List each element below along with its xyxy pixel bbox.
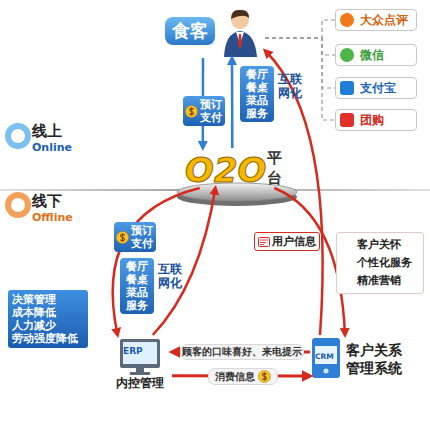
erp-monitor bbox=[120, 339, 160, 368]
platform-logo: O2O bbox=[185, 152, 266, 188]
logo-name: 微信 bbox=[360, 48, 384, 62]
app-logo: 微信 bbox=[335, 44, 417, 66]
erp-base bbox=[130, 372, 150, 375]
edge-label: 餐厅 餐桌 菜品 服务 bbox=[242, 68, 272, 120]
edge-label: 餐厅 餐桌 菜品 服务 bbox=[122, 260, 152, 312]
offline-ring bbox=[8, 195, 28, 215]
zone-label: 线上 bbox=[32, 122, 62, 141]
coin-icon bbox=[116, 231, 129, 244]
online-ring bbox=[8, 126, 28, 146]
edge-label: 消费信息 bbox=[215, 371, 255, 383]
logo-name: 大众点评 bbox=[360, 13, 408, 27]
crm-button bbox=[324, 369, 329, 374]
system-node: ERP 内控管理 bbox=[108, 335, 172, 403]
flow-arrow bbox=[113, 188, 200, 335]
logo-name: 支付宝 bbox=[360, 81, 396, 95]
erp-screen bbox=[123, 342, 157, 364]
edge-label: 预订 支付 bbox=[198, 98, 223, 124]
dashed-connector bbox=[265, 20, 335, 38]
coin-body bbox=[258, 370, 270, 382]
person-tie bbox=[238, 34, 242, 48]
edge-label-box: 餐厅 餐桌 菜品 服务 bbox=[120, 258, 154, 314]
coin-icon bbox=[185, 105, 198, 118]
edge-label-band: 顾客的口味喜好、来电提示 bbox=[180, 344, 304, 360]
coin-body bbox=[185, 105, 197, 117]
edge-label: 顾客的口味喜好、来电提示 bbox=[182, 346, 302, 358]
benefit-list: 决策管理 成本降低 人力减少 劳动强度降低 bbox=[12, 293, 84, 345]
edge-label-box: 用户信息 bbox=[254, 232, 320, 251]
system-node: CRM 客户关系管理系统 bbox=[310, 335, 410, 385]
zone-label: 线下 bbox=[32, 192, 62, 211]
person-body bbox=[224, 31, 257, 57]
edge-label: 用户信息 bbox=[272, 235, 316, 248]
side-note: 互联网化 bbox=[158, 262, 184, 290]
dashed-connector bbox=[265, 38, 335, 55]
coin-sign bbox=[262, 372, 266, 381]
flow-arrow bbox=[274, 188, 345, 335]
diner-label: 食客 bbox=[165, 17, 215, 45]
benefit-box: 决策管理 成本降低 人力减少 劳动强度降低 bbox=[8, 290, 88, 348]
benefit-list: 客户关怀 个性化服务 精准营销 bbox=[357, 236, 421, 290]
edge-label-band: 消费信息 bbox=[208, 368, 278, 385]
coin-icon bbox=[258, 370, 271, 383]
card-icon bbox=[258, 237, 270, 247]
screen-label: ERP bbox=[123, 346, 143, 356]
person-hair bbox=[231, 10, 249, 19]
platform-word: 平台 bbox=[267, 148, 290, 188]
coin-body bbox=[116, 231, 128, 243]
platform-node: O2O平台 bbox=[185, 148, 290, 188]
edge-label-box: 预订 支付 bbox=[183, 96, 225, 126]
zone-label: Offline bbox=[32, 211, 73, 224]
system-name: 客户关系管理系统 bbox=[346, 341, 408, 377]
erp-stand bbox=[136, 368, 144, 372]
screen-label: CRM bbox=[315, 352, 334, 361]
flow-arrow bbox=[231, 58, 234, 148]
logo-name: 团购 bbox=[360, 113, 384, 127]
coin-sign bbox=[120, 233, 124, 242]
edge-label-box: 预订 支付 bbox=[114, 222, 156, 252]
app-logo: 支付宝 bbox=[335, 77, 417, 99]
flow-arrow bbox=[153, 188, 216, 335]
card-lines bbox=[260, 240, 268, 245]
coin-sign bbox=[189, 107, 193, 116]
diner-node: 食客 bbox=[165, 8, 265, 58]
edge-label-box: 餐厅 餐桌 菜品 服务 bbox=[240, 66, 274, 122]
app-logo: 团购 bbox=[335, 109, 417, 131]
crm-device bbox=[312, 338, 340, 378]
crm-screen bbox=[315, 346, 337, 364]
side-note: 互联网化 bbox=[278, 72, 304, 100]
benefit-box: 客户关怀 个性化服务 精准营销 bbox=[336, 232, 424, 294]
edge-label: 预订 支付 bbox=[129, 224, 154, 250]
card-body bbox=[259, 237, 270, 246]
app-logo: 大众点评 bbox=[335, 9, 417, 31]
system-name: 内控管理 bbox=[108, 375, 172, 392]
zone-label: Online bbox=[32, 141, 72, 154]
